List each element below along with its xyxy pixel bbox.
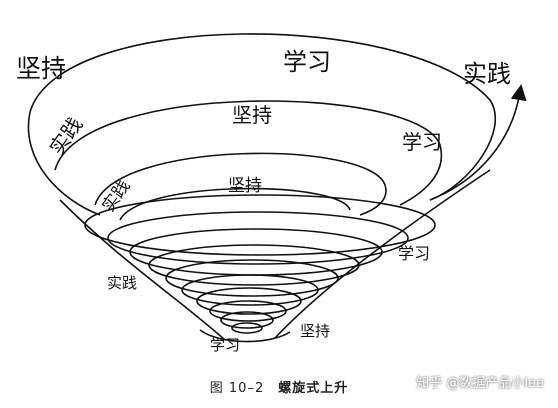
cone-ring	[181, 274, 319, 306]
cone-ring	[220, 311, 274, 329]
cone-left-side	[59, 199, 226, 341]
cone-ring	[84, 194, 436, 256]
label-lower-study: 学习	[398, 244, 431, 263]
cone-ring	[209, 300, 287, 322]
cone-ring	[148, 244, 360, 286]
spiral-rising-arrow	[429, 84, 527, 201]
figure-number: 图 10–2	[209, 381, 265, 396]
label-outer-practice: 实践	[463, 60, 511, 88]
figure-title: 螺旋式上升	[278, 381, 349, 396]
cone-ring	[165, 259, 339, 297]
watermark-text: 知乎 @数据产品小lee	[416, 376, 544, 391]
spiral-base-tail	[199, 329, 291, 343]
spiral-second-loop	[54, 100, 443, 206]
label-outer-persist: 坚持	[16, 54, 67, 83]
label-bottom-study: 学习	[210, 336, 241, 354]
cone-ring	[196, 287, 302, 315]
label-lower-practice: 实践	[107, 274, 138, 292]
figure-caption: 图 10–2 螺旋式上升	[0, 377, 558, 396]
cone-right-side	[274, 169, 491, 339]
spiral-outer-loop	[29, 33, 496, 201]
label-bottom-persist: 坚持	[300, 322, 331, 340]
label-second-study: 学习	[402, 130, 442, 154]
spiral-third-loop	[94, 152, 387, 216]
spiral-outer-to-cone	[27, 111, 101, 216]
label-second-persist: 坚持	[232, 103, 272, 127]
label-third-persist: 坚持	[228, 176, 262, 196]
cone-ring	[231, 322, 263, 334]
label-outer-study: 学习	[283, 48, 331, 76]
spiral-fourth-loop	[119, 187, 351, 221]
cone-ring	[107, 211, 409, 265]
